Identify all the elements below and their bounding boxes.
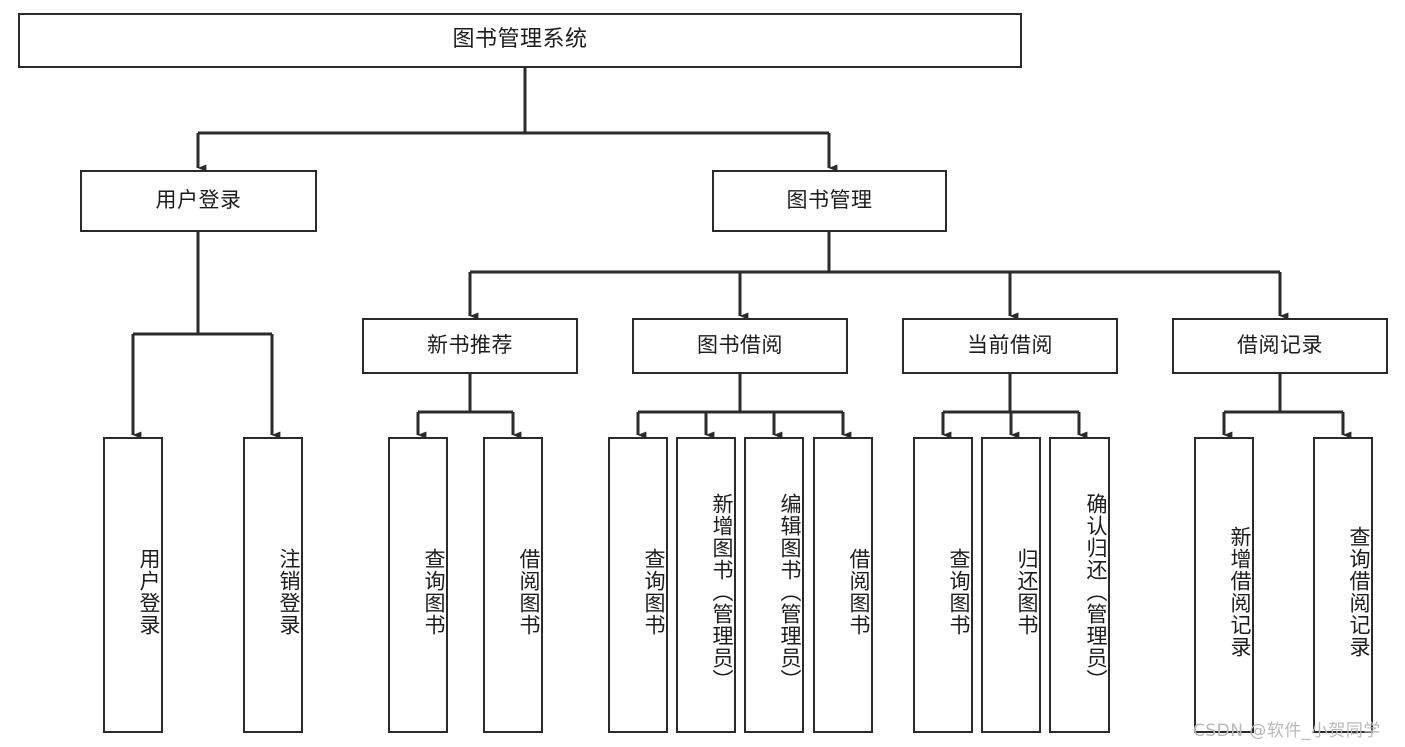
node-level1-user-login[interactable]: 用户登录 [80,170,317,232]
node-leaf-logout[interactable]: 注销登录 [243,437,303,733]
node-leaf-confirm-return-admin[interactable]: 确认归还（管理员） [1049,437,1110,733]
node-leaf-add-book-admin[interactable]: 新增图书（管理员） [676,437,736,733]
node-leaf-add-borrow-record[interactable]: 新增借阅记录 [1194,437,1254,733]
node-leaf-query-book-current[interactable]: 查询图书 [913,437,973,733]
node-root-system[interactable]: 图书管理系统 [18,13,1022,68]
node-level2-borrow-record[interactable]: 借阅记录 [1172,318,1388,374]
node-leaf-borrow-book[interactable]: 借阅图书 [813,437,873,733]
node-leaf-user-login[interactable]: 用户登录 [103,437,163,733]
node-leaf-borrow-book-recommend[interactable]: 借阅图书 [483,437,543,733]
node-level1-book-management[interactable]: 图书管理 [712,170,947,232]
node-level2-book-borrow[interactable]: 图书借阅 [632,318,848,374]
node-level2-new-book-recommend[interactable]: 新书推荐 [362,318,578,374]
csdn-watermark: CSDN @软件_小贺同学 [1193,721,1381,741]
node-leaf-query-borrow-record[interactable]: 查询借阅记录 [1313,437,1373,733]
node-level2-current-borrow[interactable]: 当前借阅 [902,318,1118,374]
node-leaf-query-book-recommend[interactable]: 查询图书 [388,437,448,733]
node-leaf-edit-book-admin[interactable]: 编辑图书（管理员） [744,437,804,733]
node-leaf-query-book-borrow[interactable]: 查询图书 [608,437,668,733]
node-leaf-return-book[interactable]: 归还图书 [981,437,1041,733]
